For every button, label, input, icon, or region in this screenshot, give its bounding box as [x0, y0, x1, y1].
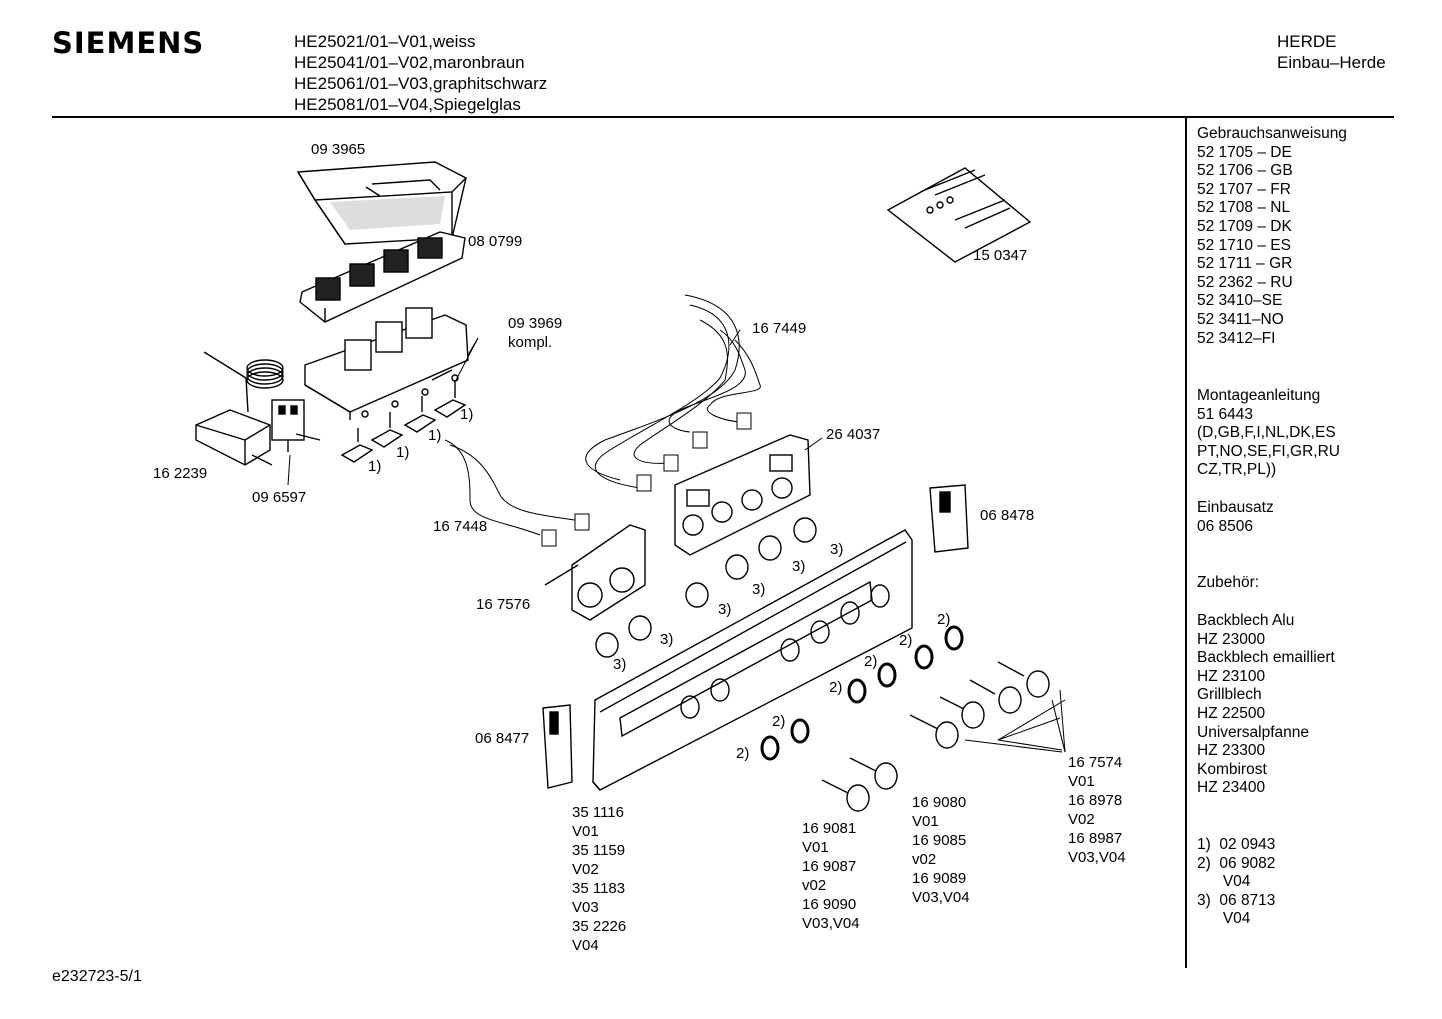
part-label: 06 8477: [475, 730, 530, 747]
part-label: 16 7448: [433, 518, 488, 535]
sidebar-heading: Gebrauchsanweisung: [1197, 125, 1347, 142]
model-line: HE25081/01–V04,Spiegelglas: [294, 95, 521, 114]
brand-logo: SIEMENS: [52, 26, 205, 60]
ref-marker: 2): [937, 611, 951, 628]
part-label: 08 0799: [468, 233, 523, 250]
ref-marker: 1): [460, 406, 474, 423]
sidebar-kit: Einbausatz 06 8506: [1197, 499, 1274, 535]
part-label: 16 2239: [153, 465, 208, 482]
part-label: 15 0347: [973, 247, 1028, 264]
part-tray: [296, 161, 467, 245]
sidebar-accessories-heading: Zubehör:: [1197, 574, 1260, 591]
part-wiring-harness: [585, 294, 761, 492]
sidebar-accessories: Backblech Alu HZ 23000 Backblech emailli…: [1197, 612, 1335, 797]
category-line: HERDE: [1277, 32, 1337, 51]
part-display-board: [674, 434, 811, 556]
sidebar-notes: 1) 02 0943 2) 06 9082 V04 3) 06 8713 V04: [1197, 836, 1276, 928]
part-knob-seats: [595, 517, 817, 658]
sidebar-heading: Montageanleitung: [1197, 387, 1321, 404]
knob-part-list-c: 16 7574 V01 16 8978 V02 16 8987 V03,V04: [1068, 754, 1126, 866]
ref-marker: 3): [752, 581, 766, 598]
ref-marker: 1): [396, 444, 410, 461]
part-label: 09 6597: [252, 489, 307, 506]
sidebar-manuals: Gebrauchsanweisung 52 1705 – DE 52 1706 …: [1197, 125, 1347, 347]
part-control-board: [544, 524, 646, 621]
sidebar-mounting: Montageanleitung 51 6443 (D,GB,F,I,NL,DK…: [1197, 387, 1340, 479]
part-label: kompl.: [508, 334, 553, 351]
ref-marker: 2): [772, 713, 786, 730]
part-wiring-harness-2: [444, 439, 590, 547]
category-line: Einbau–Herde: [1277, 53, 1386, 72]
model-line: HE25021/01–V01,weiss: [294, 32, 476, 51]
ref-marker: 3): [718, 601, 732, 618]
part-label: 16 7449: [752, 320, 807, 337]
part-screw-bag: [886, 167, 1032, 263]
ref-marker: 2): [864, 653, 878, 670]
ref-marker: 1): [428, 427, 442, 444]
ref-marker: 2): [899, 632, 913, 649]
sidebar-divider: [1185, 118, 1187, 968]
part-label: 16 7576: [476, 596, 531, 613]
footer-code: e232723-5/1: [52, 968, 142, 985]
part-bracket-left: [542, 704, 573, 789]
part-switch-block: [304, 307, 469, 420]
part-knobs: [821, 661, 1050, 812]
part-frame: [299, 231, 466, 323]
sidebar-heading: Einbausatz: [1197, 499, 1274, 516]
part-front-panel: [592, 529, 913, 791]
model-list: HE25021/01–V01,weiss HE25041/01–V02,maro…: [294, 31, 547, 115]
part-label: 09 3965: [311, 141, 366, 158]
ref-marker: 3): [613, 656, 627, 673]
ref-marker: 3): [830, 541, 844, 558]
knob-part-list-a: 16 9081 V01 16 9087 v02 16 9090 V03,V04: [802, 820, 860, 932]
ref-marker: 3): [660, 631, 674, 648]
ref-marker: 2): [829, 679, 843, 696]
part-small-switches: [340, 380, 467, 463]
part-rings: [760, 625, 964, 761]
header-divider: [52, 116, 1394, 118]
part-thermostat: [195, 351, 321, 466]
knob-part-list-b: 16 9080 V01 16 9085 v02 16 9089 V03,V04: [912, 794, 970, 906]
leader-lines: [287, 329, 1066, 753]
ref-marker: 3): [792, 558, 806, 575]
part-label: 09 3969: [508, 315, 563, 332]
category: HERDE Einbau–Herde: [1277, 31, 1386, 73]
part-bracket-right: [929, 484, 969, 553]
model-line: HE25061/01–V03,graphitschwarz: [294, 74, 548, 93]
panel-part-list: 35 1116 V01 35 1159 V02 35 1183 V03 35 2…: [572, 804, 627, 954]
model-line: HE25041/01–V02,maronbraun: [294, 53, 525, 72]
ref-marker: 1): [368, 458, 382, 475]
ref-marker: 2): [736, 745, 750, 762]
part-label: 06 8478: [980, 507, 1035, 524]
part-label: 26 4037: [826, 426, 881, 443]
